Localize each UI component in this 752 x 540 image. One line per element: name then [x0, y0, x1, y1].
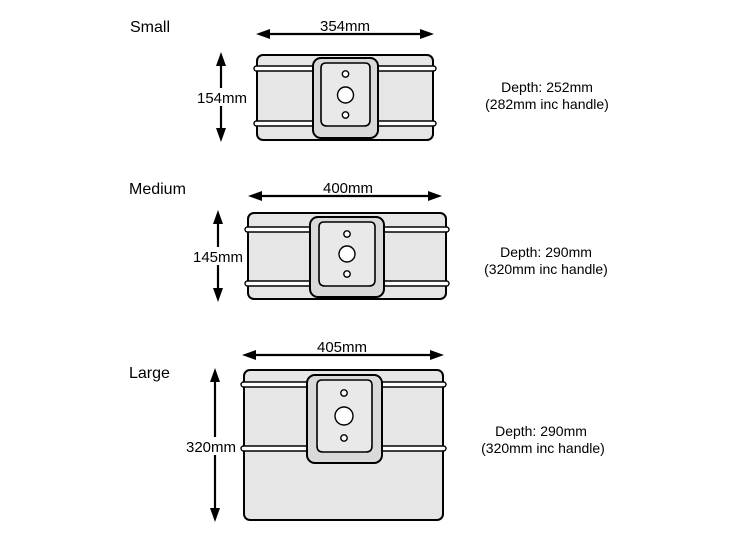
depth-handle-label-small: (282mm inc handle)	[485, 96, 609, 112]
arrow-head-bottom	[213, 288, 223, 302]
arrow-head-right	[428, 191, 442, 201]
arrow-head-top	[210, 368, 220, 382]
width-label-small: 354mm	[320, 18, 370, 35]
case-small: Small 354mm 154mm Depth: 252mm (	[130, 18, 609, 142]
latch-hole-top	[341, 70, 350, 78]
case-drawing-small	[253, 54, 437, 141]
depth-label-large: Depth: 290mm	[495, 423, 587, 439]
height-label-bg	[194, 88, 250, 106]
arrow-head-top	[213, 210, 223, 224]
depth-label-small: Depth: 252mm	[501, 79, 593, 95]
height-label-bg	[182, 437, 240, 455]
arrow-head-bottom	[210, 508, 220, 522]
arrow-head-left	[256, 29, 270, 39]
latch-lock	[338, 245, 356, 263]
height-label-small: 154mm	[197, 90, 247, 107]
depth-label-medium: Depth: 290mm	[500, 244, 592, 260]
height-label-large: 320mm	[186, 439, 236, 456]
case-drawing-medium	[244, 212, 450, 300]
width-arrow-small	[256, 29, 434, 39]
arrow-head-bottom	[216, 128, 226, 142]
size-label-small: Small	[130, 19, 170, 36]
arrow-head-right	[420, 29, 434, 39]
case-medium: Medium 400mm 145mm Depth: 290mm (320mm i…	[129, 180, 608, 302]
latch-lock	[336, 86, 355, 104]
latch-hole-bottom	[340, 434, 348, 442]
size-label-large: Large	[129, 365, 170, 382]
latch-hole-top	[340, 389, 348, 397]
arrow-head-top	[216, 52, 226, 66]
width-label-large: 405mm	[317, 339, 367, 356]
latch-hole-bottom	[343, 270, 351, 278]
depth-handle-label-large: (320mm inc handle)	[481, 440, 605, 456]
height-label-medium: 145mm	[193, 249, 243, 266]
width-arrow-medium	[248, 191, 442, 201]
height-label-bg	[189, 247, 247, 265]
size-label-medium: Medium	[129, 181, 186, 198]
width-arrow-large	[242, 350, 444, 360]
width-label-medium: 400mm	[323, 180, 373, 197]
arrow-head-left	[242, 350, 256, 360]
latch-hole-bottom	[341, 111, 350, 119]
arrow-head-right	[430, 350, 444, 360]
latch-lock	[334, 406, 354, 426]
case-drawing-large	[240, 369, 447, 521]
arrow-head-left	[248, 191, 262, 201]
depth-handle-label-medium: (320mm inc handle)	[484, 261, 608, 277]
case-large: Large 405mm 320mm Depth: 290mm (320mm in…	[129, 339, 605, 522]
latch-hole-top	[343, 230, 351, 238]
